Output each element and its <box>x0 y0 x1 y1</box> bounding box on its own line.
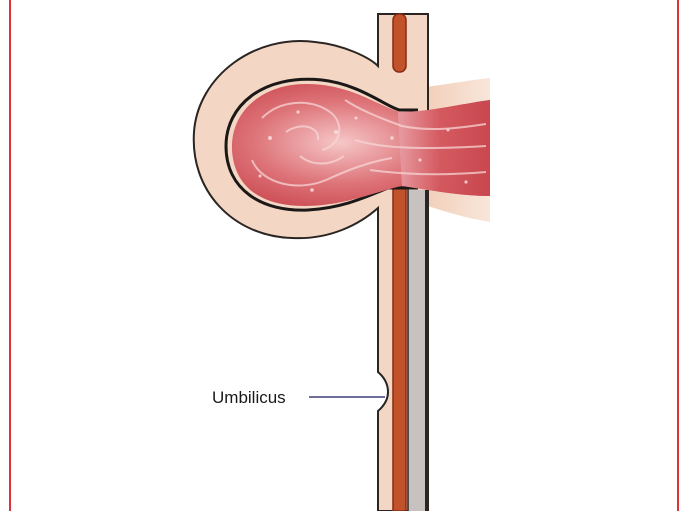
rectus-muscle-lower <box>393 186 406 511</box>
umbilicus-label: Umbilicus <box>212 388 286 407</box>
peritoneal-layer <box>408 190 426 511</box>
rectus-muscle-upper <box>393 14 406 72</box>
